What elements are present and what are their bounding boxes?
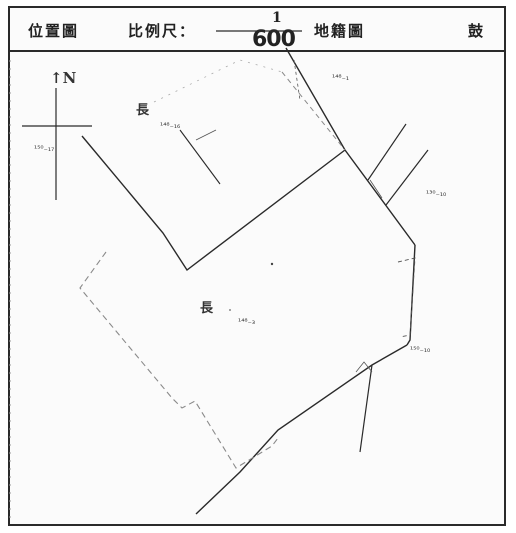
main-parcel-right-edge [406,244,416,346]
seal-character: 鼓 [468,22,486,40]
survey-point [229,309,231,311]
location-map-title: 位置圖 [28,22,80,40]
spur-corner-mark [355,361,373,373]
header-bar: 位置圖 比例尺： 1 600 地籍圖 鼓 [10,8,504,52]
lot-label-lower-right: ¹⁵⁰₋₁₀ [410,345,431,354]
scale-numerator: 1 [272,10,284,26]
upper-mid-leader-line [179,129,221,185]
upper-mid-tick [195,129,217,141]
right-edge-inset [397,257,416,338]
lot-label-upper-mid: ¹⁴⁸₋₁₆ [160,121,181,130]
right-road-line-2 [385,149,429,206]
lot-char-upper-left: 長 [136,103,150,118]
road-boundary-line [285,47,416,246]
right-road-line-1 [367,123,407,181]
upper-dashed-edge [281,71,346,151]
upper-parcel-boundary [81,135,346,272]
road-edge-dash [293,59,301,101]
scale-label: 比例尺： [128,22,197,40]
lot-label-main: ¹⁴⁸₋₃ [238,317,256,326]
survey-point [270,262,274,266]
lot-label-top-right: ¹⁴⁸₋₁ [332,73,350,82]
main-parcel-bottom-edge [195,344,408,515]
lot-label-left: ¹⁵⁰₋₁₇ [34,144,55,153]
land-map-title: 地籍圖 [314,22,366,40]
main-parcel-dashed-outline [79,251,279,469]
north-label: ↑N [50,69,77,87]
lower-spur-line [359,364,373,453]
north-arrow-icon [22,88,92,200]
lot-label-right-mid: ¹³⁰₋₁₀ [426,189,447,198]
right-road-tick [369,179,383,199]
upper-faint-outline [153,59,283,103]
lot-char-main: 長 [200,301,214,316]
document-frame [8,6,506,526]
